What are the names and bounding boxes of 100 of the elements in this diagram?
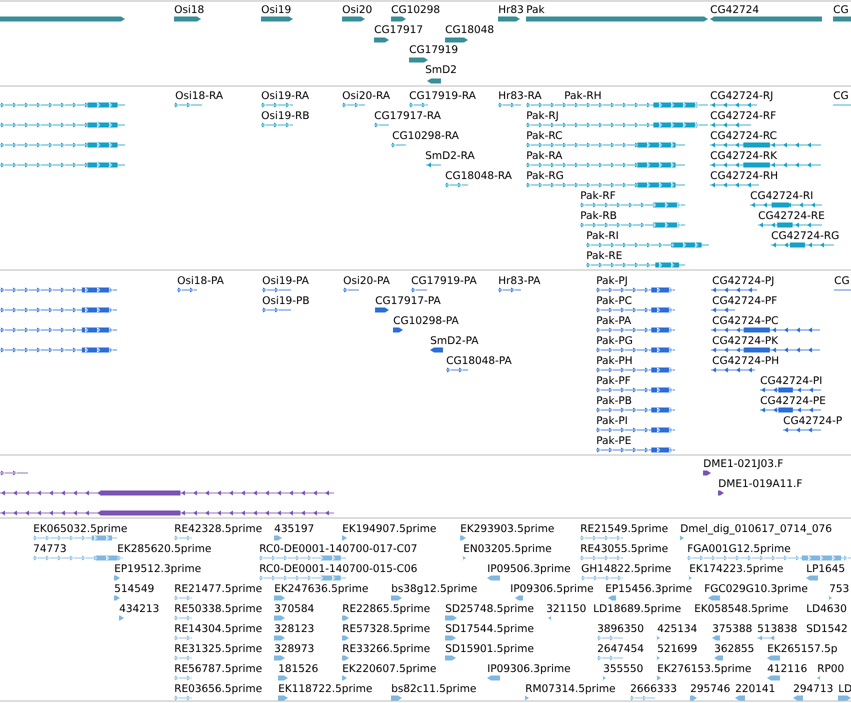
feature-label: CG42724-PE xyxy=(760,396,826,404)
feature-label: DME1-019A11.F xyxy=(719,479,802,488)
feature-label: CG xyxy=(834,5,848,14)
feature-label: Osi19-RA xyxy=(262,91,309,100)
feature-label: CG17919-RA xyxy=(410,91,476,100)
feature-label: Hr83-PA xyxy=(499,276,540,284)
feature-label: SD25748.5prime xyxy=(446,604,534,614)
feature-label: CG42724-RI xyxy=(750,191,812,200)
feature-label: 425134 xyxy=(658,624,697,632)
feature-label: bs82c11.5prime xyxy=(392,684,476,694)
feature-label: CG18048-PA xyxy=(446,356,512,364)
feature-label: CG10298-RA xyxy=(392,131,459,140)
feature-label: CG42724-RE xyxy=(758,211,824,220)
feature-label: EK285620.5prime xyxy=(118,544,211,554)
feature-label: Pak-PE xyxy=(597,436,631,444)
feature-label: 513838 xyxy=(758,624,797,632)
feature-label: Pak-RF xyxy=(581,191,616,200)
feature-label: Osi20-RA xyxy=(342,91,390,100)
feature-label: 370584 xyxy=(275,604,314,612)
feature-label: Dmel_dig_010617_0714_076 xyxy=(681,524,832,534)
feature-label: CG17919 xyxy=(410,45,458,54)
feature-label: EK276153.5prime xyxy=(658,664,751,674)
feature-label: Pak-RB xyxy=(581,211,616,220)
feature-label: RE22865.5prime xyxy=(343,604,430,614)
feature-label: RC0-DE0001-140700-015-C06 xyxy=(260,564,417,572)
feature-label: CG42724-RC xyxy=(710,131,776,140)
feature-label: Osi20 xyxy=(342,5,372,14)
feature-label: RE21549.5prime xyxy=(581,524,668,534)
feature-label: 514549 xyxy=(115,584,154,592)
feature-label: EP15456.3prime xyxy=(606,584,692,594)
feature-label: Pak-PC xyxy=(597,296,632,304)
feature-label: 753 xyxy=(830,584,848,592)
feature-label: 362855 xyxy=(715,644,754,652)
feature-label: Pak-PG xyxy=(597,336,632,344)
feature-label: 220141 xyxy=(736,684,774,692)
feature-label: 412116 xyxy=(768,664,807,672)
feature-label: Pak-PI xyxy=(597,416,627,424)
feature-label: Osi18-RA xyxy=(176,91,223,100)
feature-label: 355550 xyxy=(604,664,643,672)
feature-label: CG42724-P xyxy=(784,416,842,424)
feature-label: CG42724-RK xyxy=(710,151,778,160)
feature-label: CG17917 xyxy=(374,25,422,34)
feature-label: RM07314.5prime xyxy=(526,684,615,694)
feature-label: GH14822.5prime xyxy=(582,564,671,574)
feature-label: Pak-RE xyxy=(587,251,622,260)
feature-label: SmD2-RA xyxy=(426,151,475,160)
feature-label: 181526 xyxy=(279,664,318,672)
feature-label: Pak-PH xyxy=(597,356,632,364)
feature-label: 295746 xyxy=(690,684,730,692)
feature-label: EK194907.5prime xyxy=(343,524,436,534)
feature-label: 2647454 xyxy=(598,644,644,652)
feature-label: Pak-PF xyxy=(597,376,630,384)
feature-label: EK174223.5prime xyxy=(690,564,783,574)
feature-label: 375388 xyxy=(713,624,752,632)
feature-label: 328123 xyxy=(275,624,314,632)
feature-label: CG42724-PC xyxy=(712,316,778,324)
feature-label: Osi19-RB xyxy=(262,111,309,120)
feature-label: CG17919-PA xyxy=(412,276,477,284)
feature-label: IP09506.3prime xyxy=(488,564,570,574)
feature-label: LD18689.5prime xyxy=(594,604,681,614)
feature-label: RE33266.5prime xyxy=(343,644,430,654)
feature-label: RE03656.5prime xyxy=(175,684,262,694)
feature-label: Osi18 xyxy=(174,5,204,14)
feature-label: RE14304.5prime xyxy=(175,624,262,634)
feature-label: CG42724-RJ xyxy=(710,91,772,102)
feature-label: 321150 xyxy=(547,604,586,612)
feature-label: 434213 xyxy=(120,604,158,612)
feature-label: IP09306.5prime xyxy=(511,584,594,594)
feature-label: Pak-RA xyxy=(527,151,562,160)
feature-label: CG42724-PI xyxy=(760,376,822,384)
feature-label: RE31325.5prime xyxy=(175,644,262,654)
feature-label: CG10298-PA xyxy=(394,316,459,324)
feature-label: CG18048 xyxy=(446,25,494,34)
feature-label: SmD2 xyxy=(426,65,456,74)
feature-label: Pak-PA xyxy=(597,316,632,324)
feature-label: 435197 xyxy=(274,524,314,532)
feature-label: EK058548.5prime xyxy=(695,604,788,614)
feature-label: CG42724-PK xyxy=(712,336,778,344)
feature-label: 3896350 xyxy=(598,624,644,632)
feature-label: SD15901.5prime xyxy=(446,644,534,654)
feature-label: Osi19-PB xyxy=(262,296,309,304)
feature-label: IP09306.3prime xyxy=(488,664,570,674)
feature-label: EK293903.5prime xyxy=(461,524,554,534)
feature-label: CG42724-RG xyxy=(772,231,838,240)
feature-label: CG42724-PJ xyxy=(712,276,774,286)
feature-label: Hr83 xyxy=(499,5,523,14)
feature-label: CG10298 xyxy=(392,5,440,14)
feature-label: CG17917-RA xyxy=(374,111,441,120)
feature-label: Pak-RJ xyxy=(527,111,558,122)
feature-label: bs38g12.5prime xyxy=(392,584,477,594)
feature-label: 521699 xyxy=(658,644,697,652)
feature-label: EK265157.5p xyxy=(768,644,837,654)
feature-label: DME1-021J03.F xyxy=(704,459,783,470)
feature-label: EN03205.5prime xyxy=(464,544,552,554)
feature-label: Pak-RG xyxy=(527,171,563,180)
feature-label: Osi19-PA xyxy=(262,276,309,284)
feature-label: Pak xyxy=(527,5,545,14)
feature-label: FGA001G12.5prime xyxy=(688,544,790,554)
feature-label: CG18048-RA xyxy=(446,171,512,180)
feature-label: CG xyxy=(834,91,848,100)
